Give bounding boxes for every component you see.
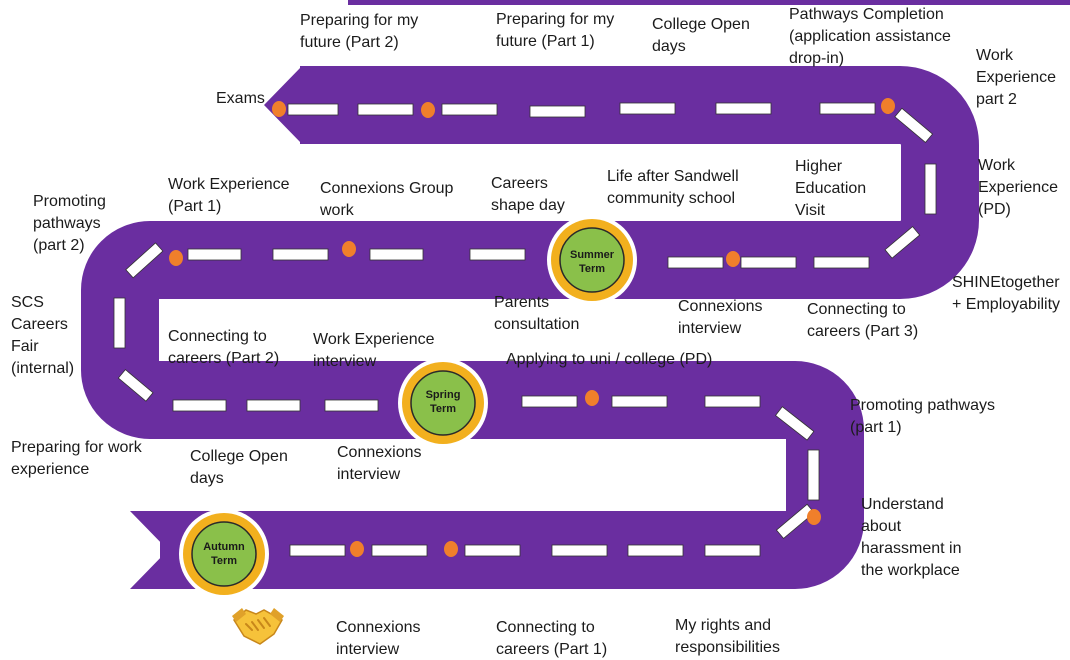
dash [813, 256, 870, 269]
dash [667, 256, 724, 269]
label-parents-consultation: Parents consultation [494, 294, 580, 333]
road-path [81, 66, 979, 589]
dash [894, 107, 934, 144]
dash [884, 226, 921, 259]
milestone-dot [881, 98, 895, 114]
label-college-open-days-top: College Open days [652, 16, 750, 55]
road-start-tail [130, 511, 196, 589]
milestone-dot [169, 250, 183, 266]
dash [807, 449, 820, 501]
label-preparing-work-experience: Preparing for work experience [11, 439, 142, 478]
label-pathways-completion: Pathways Completion (application assista… [789, 6, 951, 67]
dash [117, 369, 154, 402]
dash [287, 103, 339, 116]
dash [774, 406, 815, 441]
term-label-line: Spring [426, 389, 461, 401]
label-connecting-careers-1: Connecting to careers (Part 1) [496, 619, 608, 658]
label-work-experience-part1: Work Experience (Part 1) [168, 176, 290, 215]
road-dashes [113, 102, 937, 557]
dash [357, 103, 414, 116]
dash [187, 248, 242, 261]
milestone-dot [421, 102, 435, 118]
milestone-dots [169, 98, 895, 557]
label-work-experience-pd: Work Experience (PD) [978, 157, 1059, 218]
milestone-dot [342, 241, 356, 257]
term-label-line: Summer [570, 249, 615, 261]
label-rights-responsibilities: My rights and responsibilities [675, 617, 780, 656]
dash [125, 242, 164, 279]
term-label-line: Term [579, 263, 605, 275]
label-careers-shape-day: Careers shape day [491, 175, 565, 214]
label-preparing-future-1: Preparing for my future (Part 1) [496, 11, 615, 50]
dash [369, 248, 424, 261]
dash [464, 544, 521, 557]
milestone-dot [585, 390, 599, 406]
dash [819, 102, 876, 115]
dash [619, 102, 676, 115]
dash [441, 103, 498, 116]
dash [551, 544, 608, 557]
dash [272, 248, 329, 261]
label-connexions-interview-mid: Connexions interview [678, 298, 763, 337]
label-higher-education-visit: Higher Education Visit [795, 158, 867, 219]
label-promoting-pathways-1: Promoting pathways (part 1) [850, 397, 995, 436]
label-connexions-interview-bottom: Connexions interview [336, 619, 421, 658]
term-label-line: Autumn [203, 541, 245, 553]
dash [246, 399, 301, 412]
dash [715, 102, 772, 115]
dash [324, 399, 379, 412]
label-understand-harassment: Understand about harassment in the workp… [861, 496, 962, 579]
dash [172, 399, 227, 412]
dash [704, 395, 761, 408]
milestone-dot [350, 541, 364, 557]
dash [469, 248, 526, 261]
label-life-after-sandwell: Life after Sandwell community school [607, 168, 739, 207]
label-work-experience-part2: Work Experience part 2 [976, 47, 1057, 108]
label-shine-together: SHINEtogether + Employability [952, 274, 1061, 313]
dash [371, 544, 428, 557]
label-exams: Exams [216, 90, 265, 107]
dash [611, 395, 668, 408]
label-connexions-interview-low: Connexions interview [337, 444, 422, 483]
dash [529, 105, 586, 118]
label-connecting-careers-3: Connecting to careers (Part 3) [807, 301, 919, 340]
milestone-dot [444, 541, 458, 557]
milestone-dot [272, 101, 286, 117]
dash [113, 297, 126, 349]
dash [627, 544, 684, 557]
label-college-open-days-low: College Open days [190, 448, 288, 487]
label-work-experience-interview: Work Experience interview [313, 331, 435, 370]
top-bar [348, 0, 1070, 5]
term-label-line: Term [430, 403, 456, 415]
label-preparing-future-2: Preparing for my future (Part 2) [300, 12, 419, 51]
milestone-dot [807, 509, 821, 525]
dash [704, 544, 761, 557]
label-promoting-pathways-2: Promoting pathways (part 2) [33, 193, 106, 254]
label-scs-careers-fair: SCS Careers Fair (internal) [11, 294, 75, 377]
milestone-dot [726, 251, 740, 267]
label-connexions-group-work: Connexions Group work [320, 180, 454, 219]
label-applying-uni-college: Applying to uni / college (PD) [506, 351, 713, 368]
label-connecting-careers-2: Connecting to careers (Part 2) [168, 328, 280, 367]
dash [775, 503, 815, 540]
dash [924, 163, 937, 215]
dash [521, 395, 578, 408]
handshake-icon [232, 608, 284, 645]
dash [289, 544, 346, 557]
term-label-line: Term [211, 555, 237, 567]
dash [740, 256, 797, 269]
